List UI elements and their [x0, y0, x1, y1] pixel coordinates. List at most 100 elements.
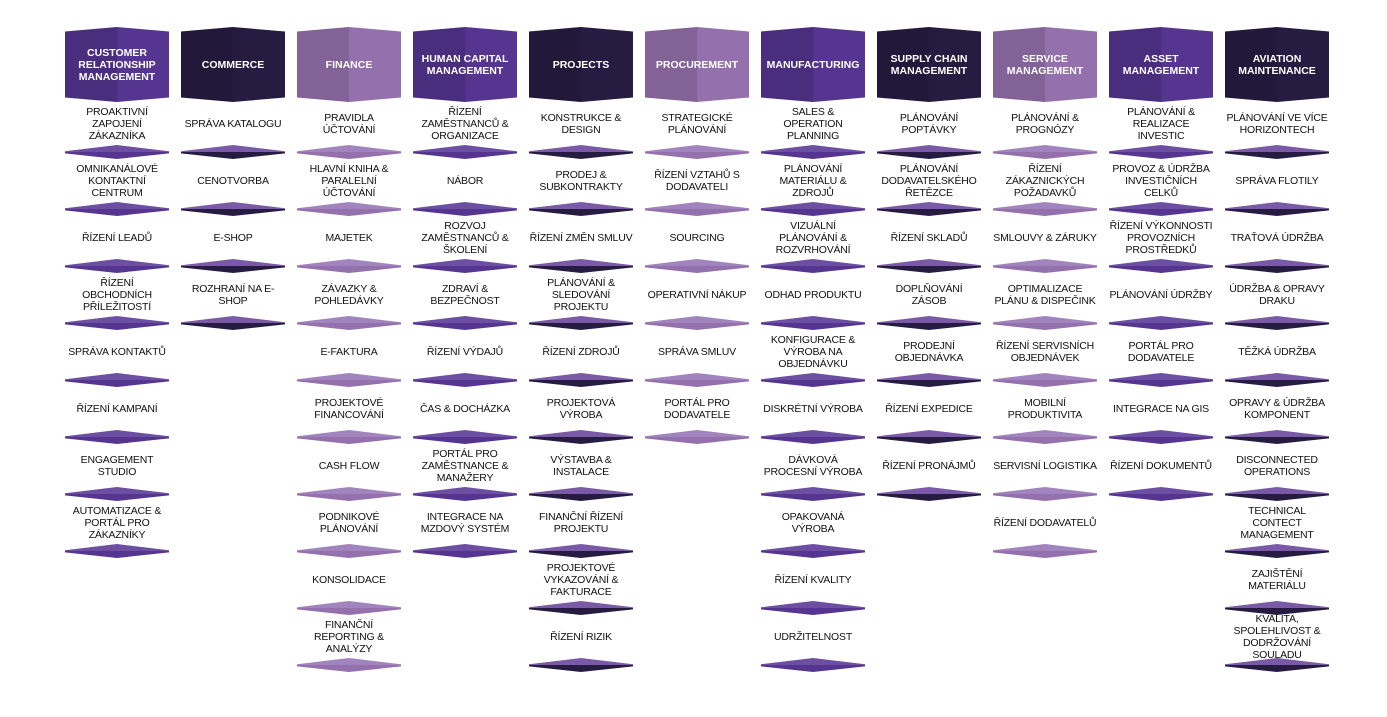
capability-item[interactable]: PORTÁL PRO DODAVATELE	[1127, 339, 1195, 364]
capability-item[interactable]: PRODEJNÍ OBJEDNÁVKA	[894, 339, 964, 364]
module-header[interactable]: CUSTOMER RELATIONSHIP MANAGEMENT	[65, 27, 169, 102]
capability-item[interactable]: UDRŽITELNOST	[773, 630, 853, 643]
capability-item[interactable]: SMLOUVY & ZÁRUKY	[993, 231, 1097, 244]
capability-item[interactable]: ZDRAVÍ & BEZPEČNOST	[430, 282, 500, 307]
module-header[interactable]: PROCUREMENT	[645, 27, 749, 102]
capability-item[interactable]: DISCONNECTED OPERATIONS	[1236, 453, 1318, 478]
capability-item[interactable]: ŘÍZENÍ VZTAHŮ S DODAVATELI	[654, 168, 740, 193]
capability-item[interactable]: PLÁNOVÁNÍ & PROGNÓZY	[1011, 111, 1079, 136]
capability-item[interactable]: SOURCING	[669, 231, 725, 244]
capability-item[interactable]: PROJEKTOVÉ FINANCOVÁNÍ	[314, 396, 384, 421]
capability-item[interactable]: TRAŤOVÁ ÚDRŽBA	[1230, 231, 1324, 244]
capability-item[interactable]: ČAS & DOCHÁZKA	[420, 402, 510, 415]
capability-item[interactable]: SPRÁVA KATALOGU	[184, 117, 282, 130]
capability-item[interactable]: PLÁNOVÁNÍ & REALIZACE INVESTIC	[1127, 105, 1195, 142]
capability-item[interactable]: PROVOZ & ÚDRŽBA INVESTIČNÍCH CELKŮ	[1112, 162, 1210, 199]
capability-item[interactable]: CENOTVORBA	[197, 174, 269, 187]
capability-item[interactable]: STRATEGICKÉ PLÁNOVÁNÍ	[661, 111, 733, 136]
capability-item[interactable]: TECHNICAL CONTECT MANAGEMENT	[1240, 504, 1314, 541]
capability-item[interactable]: KVALITA, SPOLEHLIVOST & DODRŽOVÁNÍ SOULA…	[1233, 612, 1321, 661]
capability-item[interactable]: SALES & OPERATION PLANNING	[783, 105, 843, 142]
capability-item[interactable]: PORTÁL PRO DODAVATELE	[663, 396, 731, 421]
capability-item[interactable]: ZAJIŠTĚNÍ MATERIÁLU	[1248, 567, 1306, 592]
capability-item[interactable]: ŘÍZENÍ KVALITY	[774, 573, 852, 586]
capability-item[interactable]: E-SHOP	[213, 231, 253, 244]
capability-item[interactable]: ŘÍZENÍ ZÁKAZNICKÝCH POŽADAVKŮ	[1005, 162, 1085, 199]
capability-item[interactable]: TĚŽKÁ ÚDRŽBA	[1238, 345, 1316, 358]
capability-item[interactable]: INTEGRACE NA GIS	[1113, 402, 1209, 415]
capability-plate	[529, 601, 633, 615]
module-header[interactable]: HUMAN CAPITAL MANAGEMENT	[413, 27, 517, 102]
capability-item[interactable]: ŘÍZENÍ SERVISNÍCH OBJEDNÁVEK	[996, 339, 1094, 364]
capability-item[interactable]: SPRÁVA FLOTILY	[1235, 174, 1319, 187]
capability-item[interactable]: ŘÍZENÍ LEADŮ	[82, 231, 152, 244]
capability-item[interactable]: KONSTRUKCE & DESIGN	[540, 111, 622, 136]
capability-item[interactable]: ŘÍZENÍ VÝKONNOSTI PROVOZNÍCH PROSTŘEDKŮ	[1109, 219, 1213, 256]
capability-item[interactable]: PROJEKTOVÉ VYKAZOVÁNÍ & FAKTURACE	[543, 561, 619, 598]
capability-item[interactable]: ROZHRANÍ NA E-SHOP	[191, 282, 275, 307]
capability-item[interactable]: ÚDRŽBA & OPRAVY DRAKU	[1229, 282, 1325, 307]
capability-item[interactable]: PLÁNOVÁNÍ DODAVATELSKÉHO ŘETĚZCE	[881, 162, 977, 199]
capability-item[interactable]: MOBILNÍ PRODUKTIVITA	[1007, 396, 1083, 421]
module-header[interactable]: SUPPLY CHAIN MANAGEMENT	[877, 27, 981, 102]
capability-item[interactable]: ŘÍZENÍ VÝDAJŮ	[426, 345, 504, 358]
capability-item[interactable]: ŘÍZENÍ SKLADŮ	[890, 231, 968, 244]
capability-item[interactable]: CASH FLOW	[318, 459, 380, 472]
module-header[interactable]: COMMERCE	[181, 27, 285, 102]
capability-item[interactable]: ŘÍZENÍ ZAMĚSTNANCŮ & ORGANIZACE	[421, 105, 509, 142]
capability-item[interactable]: OPAKOVANÁ VÝROBA	[781, 510, 845, 535]
capability-item[interactable]: PLÁNOVÁNÍ ÚDRŽBY	[1109, 288, 1213, 301]
capability-item[interactable]: DOPLŇOVÁNÍ ZÁSOB	[895, 282, 963, 307]
capability-item[interactable]: ŘÍZENÍ PRONÁJMŮ	[882, 459, 976, 472]
capability-item[interactable]: OPERATIVNÍ NÁKUP	[647, 288, 747, 301]
capability-item[interactable]: PORTÁL PRO ZAMĚSTNANCE & MANAŽERY	[421, 447, 509, 484]
capability-item[interactable]: VÝSTAVBA & INSTALACE	[550, 453, 612, 478]
capability-item[interactable]: OPRAVY & ÚDRŽBA KOMPONENT	[1229, 396, 1325, 421]
capability-item[interactable]: INTEGRACE NA MZDOVÝ SYSTÉM	[420, 510, 510, 535]
capability-item[interactable]: PRAVIDLA ÚČTOVÁNÍ	[322, 111, 376, 136]
module-header[interactable]: MANUFACTURING	[761, 27, 865, 102]
capability-item[interactable]: ŘÍZENÍ EXPEDICE	[885, 402, 973, 415]
capability-item[interactable]: SERVISNÍ LOGISTIKA	[993, 459, 1097, 472]
capability-item[interactable]: ŘÍZENÍ ZMĚN SMLUV	[529, 231, 633, 244]
capability-item[interactable]: PLÁNOVÁNÍ POPTÁVKY	[899, 111, 959, 136]
capability-item[interactable]: ŘÍZENÍ RIZIK	[550, 630, 612, 643]
capability-item[interactable]: VIZUÁLNÍ PLÁNOVÁNÍ & ROZVRHOVÁNÍ	[775, 219, 851, 256]
capability-item[interactable]: DÁVKOVÁ PROCESNÍ VÝROBA	[763, 453, 863, 478]
capability-item[interactable]: ENGAGEMENT STUDIO	[80, 453, 154, 478]
capability-item[interactable]: PROJEKTOVÁ VÝROBA	[546, 396, 616, 421]
capability-item[interactable]: ŘÍZENÍ DOKUMENTŮ	[1110, 459, 1212, 472]
module-header[interactable]: PROJECTS	[529, 27, 633, 102]
module-header[interactable]: SERVICE MANAGEMENT	[993, 27, 1097, 102]
capability-item[interactable]: SPRÁVA SMLUV	[658, 345, 736, 358]
capability-item[interactable]: ŘÍZENÍ KAMPANÍ	[76, 402, 158, 415]
capability-item[interactable]: ŘÍZENÍ ZDROJŮ	[542, 345, 620, 358]
capability-item[interactable]: PLÁNOVÁNÍ VE VÍCE HORIZONTECH	[1226, 111, 1328, 136]
capability-item[interactable]: MAJETEK	[325, 231, 373, 244]
capability-item[interactable]: PODNIKOVÉ PLÁNOVÁNÍ	[318, 510, 380, 535]
capability-item[interactable]: FINANČNÍ ŘÍZENÍ PROJEKTU	[539, 510, 623, 535]
module-header[interactable]: AVIATION MAINTENANCE	[1225, 27, 1329, 102]
capability-item[interactable]: E-FAKTURA	[320, 345, 378, 358]
capability-item[interactable]: OPTIMALIZACE PLÁNU & DISPEČINK	[994, 282, 1096, 307]
capability-item[interactable]: ŘÍZENÍ DODAVATELŮ	[993, 516, 1097, 529]
module-header[interactable]: FINANCE	[297, 27, 401, 102]
capability-item[interactable]: FINANČNÍ REPORTING & ANALÝZY	[314, 618, 384, 655]
capability-item[interactable]: SPRÁVA KONTAKTŮ	[68, 345, 166, 358]
capability-item[interactable]: OMNIKANÁLOVÉ KONTAKTNÍ CENTRUM	[76, 162, 158, 199]
capability-item[interactable]: AUTOMATIZACE & PORTÁL PRO ZÁKAZNÍKY	[72, 504, 162, 541]
module-header[interactable]: ASSET MANAGEMENT	[1109, 27, 1213, 102]
capability-item[interactable]: KONFIGURACE & VÝROBA NA OBJEDNÁVKU	[770, 333, 856, 370]
capability-item[interactable]: KONSOLIDACE	[312, 573, 386, 586]
capability-item[interactable]: HLAVNÍ KNIHA & PARALELNÍ ÚČTOVÁNÍ	[309, 162, 389, 199]
capability-item[interactable]: ODHAD PRODUKTU	[764, 288, 862, 301]
capability-item[interactable]: ŘÍZENÍ OBCHODNÍCH PŘÍLEŽITOSTÍ	[82, 276, 152, 313]
capability-item[interactable]: NÁBOR	[446, 174, 484, 187]
capability-item[interactable]: ROZVOJ ZAMĚSTNANCŮ & ŠKOLENÍ	[421, 219, 509, 256]
capability-item[interactable]: PLÁNOVÁNÍ MATERIÁLU & ZDROJŮ	[779, 162, 847, 199]
capability-item[interactable]: PRODEJ & SUBKONTRAKTY	[539, 168, 623, 193]
capability-item[interactable]: ZÁVAZKY & POHLEDÁVKY	[314, 282, 384, 307]
capability-item[interactable]: PLÁNOVÁNÍ & SLEDOVÁNÍ PROJEKTU	[547, 276, 615, 313]
capability-item[interactable]: DISKRÉTNÍ VÝROBA	[763, 402, 863, 415]
capability-item[interactable]: PROAKTIVNÍ ZAPOJENÍ ZÁKAZNÍKA	[86, 105, 148, 142]
